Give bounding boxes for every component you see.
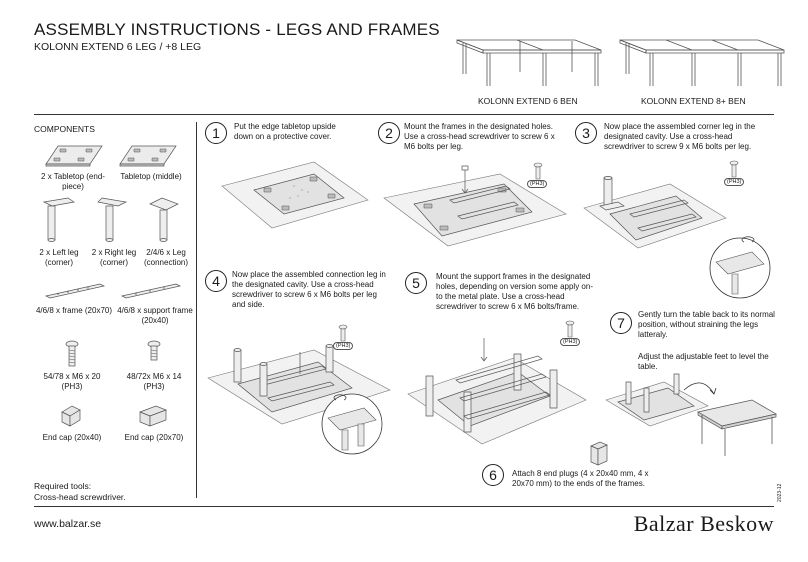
components-divider — [196, 122, 197, 498]
ph3-label: (PH3) — [527, 180, 548, 188]
step-1-illustration — [214, 160, 374, 232]
screw-icon — [336, 324, 350, 344]
end-cap-20x40-icon — [58, 404, 84, 428]
variant-8-label: KOLONN EXTEND 8+ BEN — [641, 96, 746, 106]
bottom-divider — [34, 506, 774, 507]
frame-icon — [44, 282, 106, 300]
screw-icon — [727, 160, 741, 180]
table-6-leg-illustration — [455, 28, 605, 98]
required-tool: Cross-head screwdriver. — [34, 492, 126, 502]
component-label: End cap (20x70) — [124, 433, 184, 442]
screw-m6x20-icon — [62, 340, 82, 368]
step-3-illustration — [580, 174, 730, 254]
component-label: 2 x Left leg (corner) — [39, 248, 79, 267]
component-label: Tabletop (middle) — [120, 172, 182, 181]
ph3-label: (PH3) — [724, 178, 745, 186]
step-text-secondary: Adjust the adjustable feet to level the … — [638, 352, 769, 371]
step-4-illustration — [204, 338, 394, 428]
screw-icon — [563, 320, 577, 340]
component-label: 48/72x M6 x 14 (PH3) — [126, 372, 182, 391]
step-text: Mount the frames in the designated holes… — [404, 122, 555, 151]
table-8-leg-illustration — [618, 28, 788, 98]
step-number: 3 — [575, 122, 597, 144]
screw-m6x14-icon — [144, 340, 164, 364]
component-label: 2 x Tabletop (end-piece) — [41, 172, 105, 191]
step-3-detail-circle — [708, 236, 772, 300]
tabletop-middle-icon — [118, 144, 178, 168]
required-tools-title: Required tools: — [34, 481, 92, 491]
variant-6-label: KOLONN EXTEND 6 BEN — [478, 96, 578, 106]
component-label: End cap (20x40) — [42, 433, 102, 442]
step-4-detail-circle — [320, 392, 384, 456]
step-5-illustration — [404, 330, 590, 450]
component-label: 2/4/6 x Leg (connection) — [143, 248, 189, 267]
component-label: 4/6/8 x frame (20x70) — [35, 306, 113, 315]
brand-logo: Balzar Beskow — [633, 511, 774, 536]
left-leg-icon — [40, 196, 76, 244]
connection-leg-icon — [146, 196, 182, 244]
top-divider — [34, 114, 774, 115]
end-cap-20x70-icon — [136, 404, 170, 428]
document-date: 2023-12 — [777, 483, 783, 502]
step-2-illustration — [380, 160, 570, 252]
step-text: Mount the support frames in the designat… — [436, 272, 593, 311]
screw-icon — [531, 162, 545, 182]
step-text: Attach 8 end plugs (4 x 20x40 mm, 4 x 20… — [512, 469, 649, 488]
step-number: 2 — [378, 122, 400, 144]
step-number: 4 — [205, 270, 227, 292]
ph3-label: (PH3) — [560, 338, 581, 346]
step-text: Now place the assembled connection leg i… — [232, 270, 386, 309]
step-7-illustration-upside-down — [604, 370, 714, 430]
required-tools: Required tools: Cross-head screwdriver. — [34, 481, 126, 503]
component-label: 2 x Right leg (corner) — [91, 248, 137, 267]
right-leg-icon — [96, 196, 132, 244]
support-frame-icon — [120, 282, 182, 300]
component-label: 54/78 x M6 x 20 (PH3) — [43, 372, 101, 391]
step-7-illustration-upright — [694, 396, 780, 458]
step-number: 7 — [610, 312, 632, 334]
page-title: ASSEMBLY INSTRUCTIONS - LEGS AND FRAMES — [34, 20, 440, 39]
step-text: Put the edge tabletop upside down on a p… — [234, 122, 336, 141]
step-text: Now place the assembled corner leg in th… — [604, 122, 756, 151]
ph3-label: (PH3) — [333, 342, 354, 350]
website-link[interactable]: www.balzar.se — [34, 518, 102, 530]
tabletop-end-piece-icon — [44, 144, 104, 168]
components-title: COMPONENTS — [34, 124, 95, 134]
step-number: 1 — [205, 122, 227, 144]
end-plug-icon — [588, 440, 610, 468]
step-number: 6 — [482, 464, 504, 486]
step-number: 5 — [405, 272, 427, 294]
step-text: Gently turn the table back to its normal… — [638, 310, 775, 339]
page-subtitle: KOLONN EXTEND 6 LEG / +8 LEG — [34, 41, 202, 53]
component-label: 4/6/8 x support frame (20x40) — [117, 306, 193, 325]
